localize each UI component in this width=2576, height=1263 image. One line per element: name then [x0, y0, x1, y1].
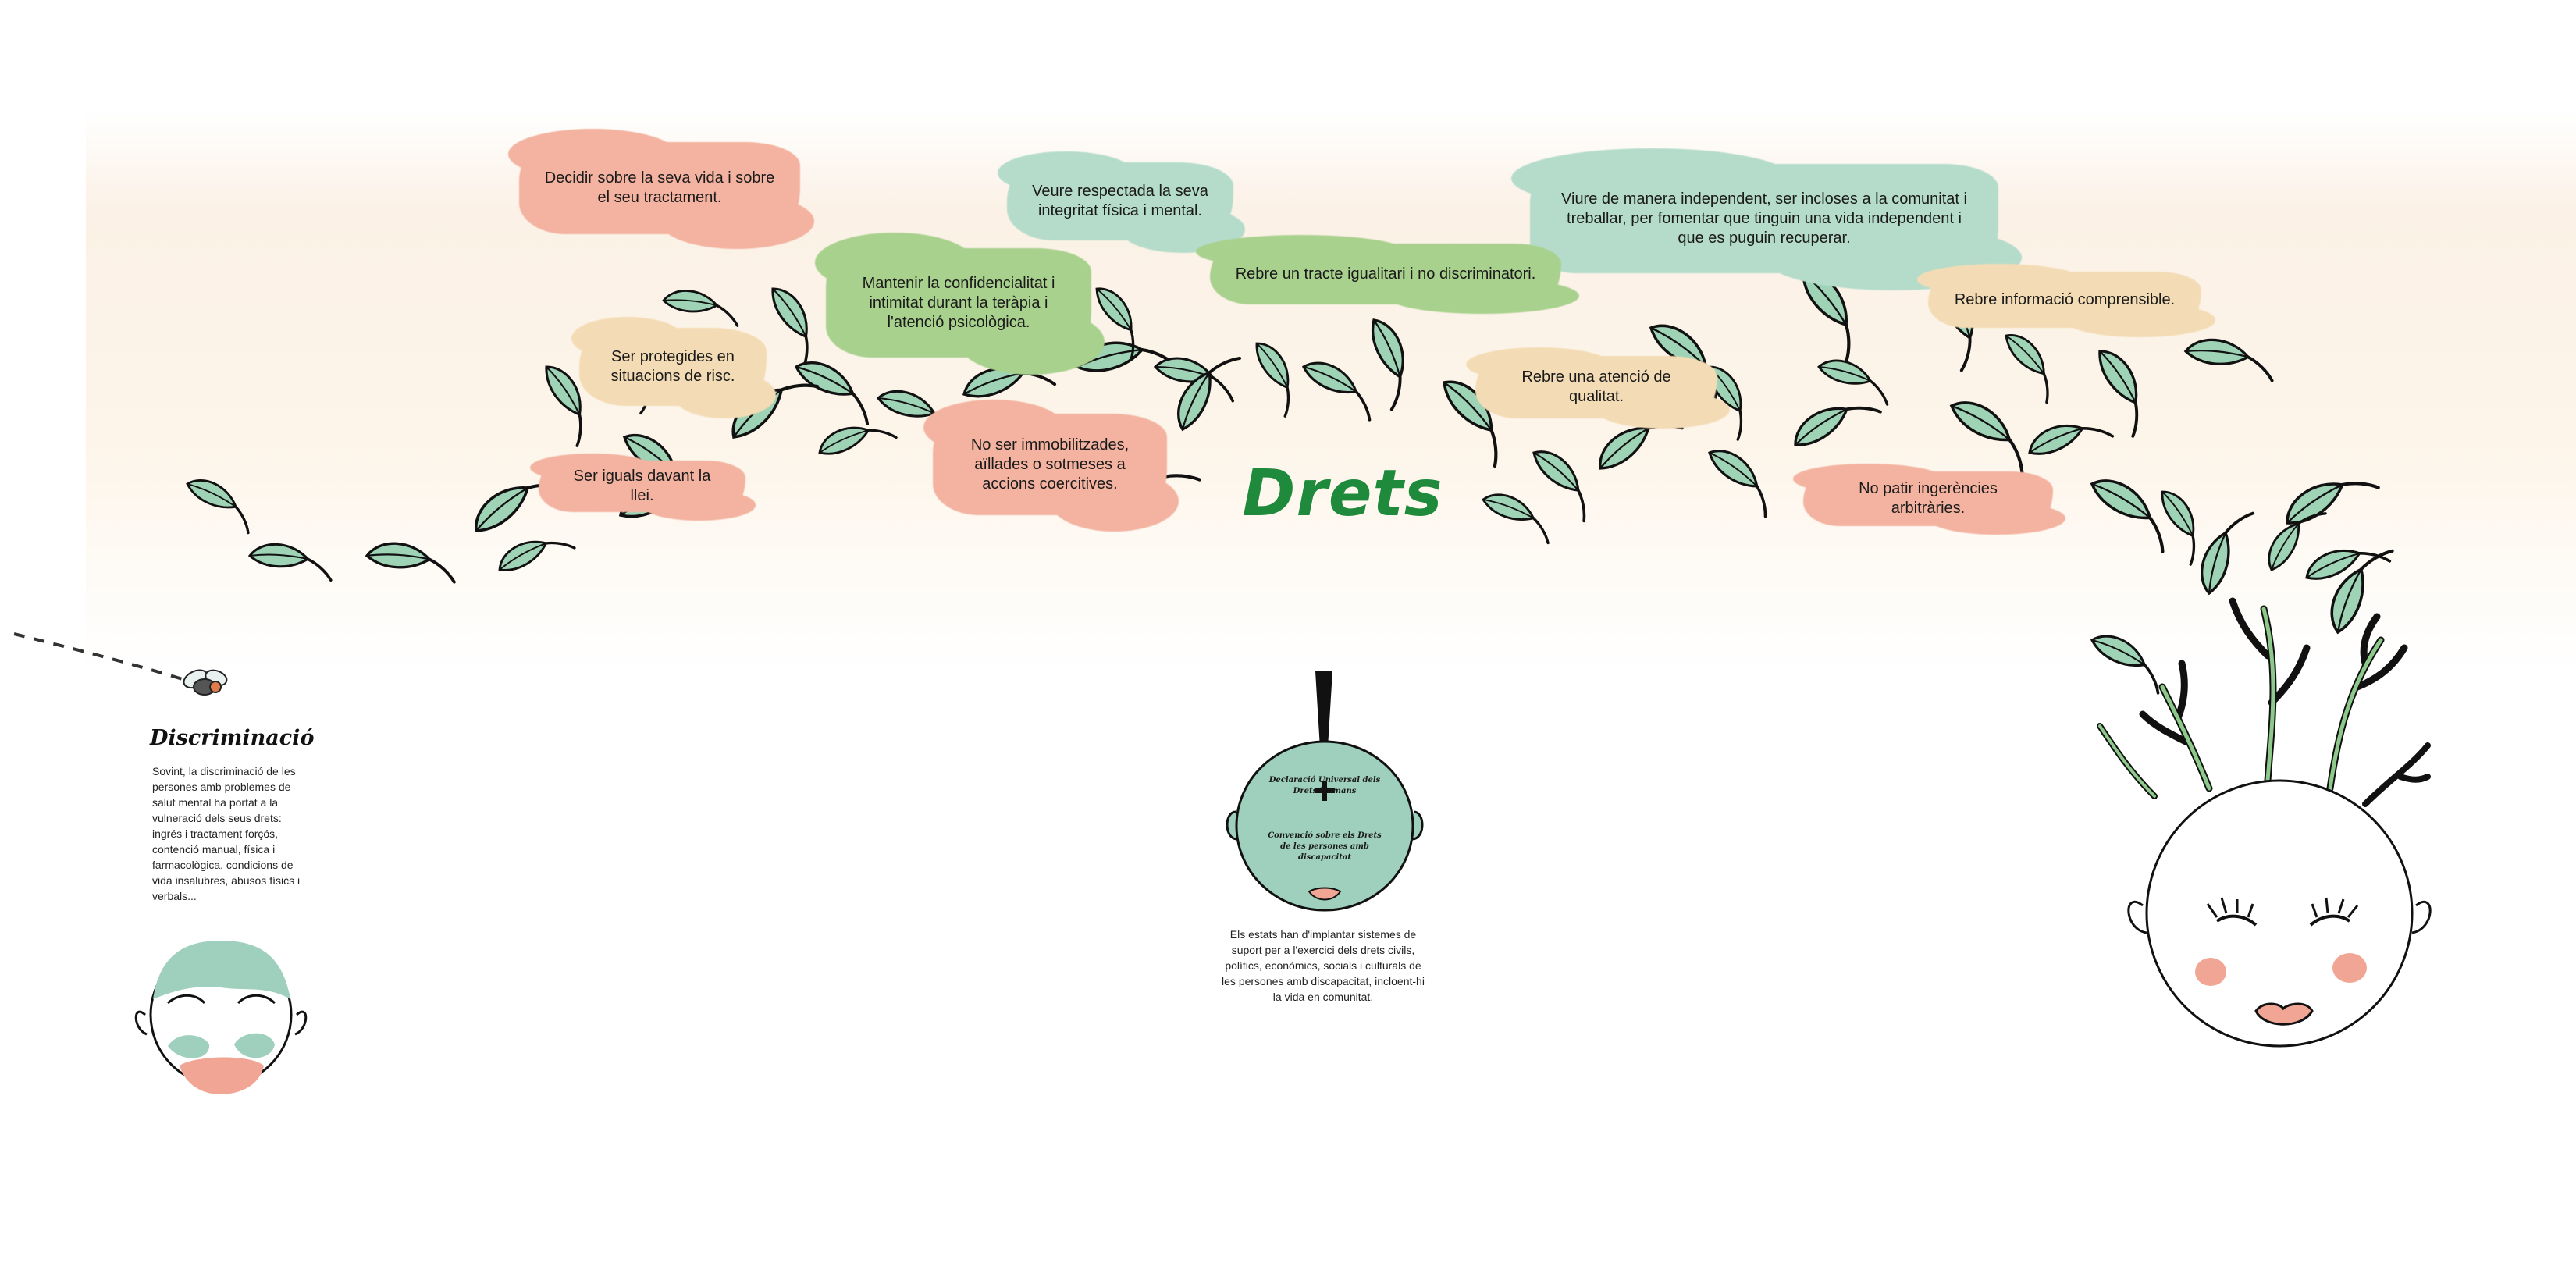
leaf-icon [1295, 352, 1386, 422]
right-item: Rebre un tracte igualitari i no discrimi… [1196, 235, 1579, 315]
leaf-icon [788, 350, 884, 426]
right-text: Ser protegides en situacions de risc. [610, 348, 735, 385]
right-text: Veure respectada la seva integritat físi… [1032, 183, 1208, 219]
right-text: Rebre un tracte igualitari i no discrimi… [1235, 265, 1536, 283]
leaf-icon [246, 539, 336, 582]
right-text: No patir ingerències arbitràries. [1859, 480, 1998, 517]
convention-line-2: Convenció sobre els Drets de les persone… [1268, 831, 1382, 862]
leaf-icon [1943, 392, 2041, 474]
leaf-icon [2181, 333, 2279, 382]
blob-ink [1511, 148, 2022, 291]
leaf-icon [2151, 483, 2215, 566]
right-text: Ser iguals davant la llei. [573, 468, 711, 504]
right-item: No patir ingerències arbitràries. [1793, 464, 2065, 535]
right-item: Veure respectada la seva integritat físi… [998, 151, 1245, 253]
blob-ink [571, 317, 776, 418]
right-item: Rebre una atenció de qualitat. [1465, 347, 1730, 429]
blob-ink [507, 129, 814, 249]
fly-icon [183, 669, 228, 696]
leaf-icon [1476, 486, 1560, 545]
right-text: Viure de manera independent, ser inclose… [1561, 190, 1967, 247]
right-item: Mantenir la confidencialitat i intimitat… [815, 233, 1105, 375]
leaf-icon [492, 523, 576, 582]
leaf-icon [180, 470, 263, 535]
right-item: Ser protegides en situacions de risc. [571, 317, 776, 418]
right-item: No ser immobilitzades, aïllades o sotmes… [923, 399, 1179, 532]
small-head-illustration [134, 941, 308, 1094]
leaf-icon [760, 279, 830, 369]
right-text: Decidir sobre la seva vida i sobre el se… [544, 169, 775, 206]
right-item: Decidir sobre la seva vida i sobre el se… [507, 129, 814, 249]
large-head-illustration [2097, 597, 2432, 1048]
leaf-icon [1166, 341, 1242, 438]
right-text: Mantenir la confidencialitat i intimitat… [862, 274, 1055, 331]
discrimination-body: Sovint, la discriminació de les persones… [152, 765, 301, 902]
blob-ink [1196, 235, 1579, 315]
convention-body: Els estats han d'implantar sistemes de s… [1222, 928, 1425, 1003]
leaf-icon [1245, 335, 1309, 418]
leaf-icon [660, 285, 744, 327]
convention-plus: + [1266, 804, 1383, 805]
right-text: No ser immobilitzades, aïllades o sotmes… [970, 436, 1130, 493]
leaf-icon [813, 411, 898, 465]
blob-ink [530, 453, 756, 521]
leaf-icon [1995, 325, 2068, 404]
page-title: Drets [1242, 457, 1443, 531]
blob-ink [1917, 263, 2215, 337]
leaf-icon [363, 538, 461, 584]
right-item: Rebre informació comprensible. [1917, 263, 2215, 337]
leaf-icon [1813, 352, 1898, 406]
right-text: Rebre informació comprensible. [1954, 290, 2176, 308]
leaf-icon [1359, 312, 1422, 411]
leaf-icon [1785, 384, 1882, 459]
blob-ink [1465, 347, 1730, 429]
leaf-icon [2086, 341, 2161, 438]
convention-head-illustration [1226, 671, 1424, 912]
right-item: Ser iguals davant la llei. [530, 453, 756, 521]
discrimination-title: Discriminació [150, 726, 315, 750]
blob-ink [923, 399, 1179, 532]
right-item: Viure de manera independent, ser inclose… [1511, 148, 2022, 291]
leaf-icon [2192, 501, 2255, 600]
leaf-icon [2083, 625, 2174, 695]
convention-line-1: Declaració Universal dels Drets Humans [1268, 776, 1381, 795]
flight-path [13, 632, 188, 682]
blob-ink [815, 233, 1105, 375]
blob-ink [1793, 464, 2065, 535]
right-text: Rebre una atenció de qualitat. [1521, 368, 1671, 405]
leaf-icon [1699, 439, 1785, 518]
leaf-icon [2023, 408, 2115, 467]
leaf-icon [1523, 440, 1606, 523]
